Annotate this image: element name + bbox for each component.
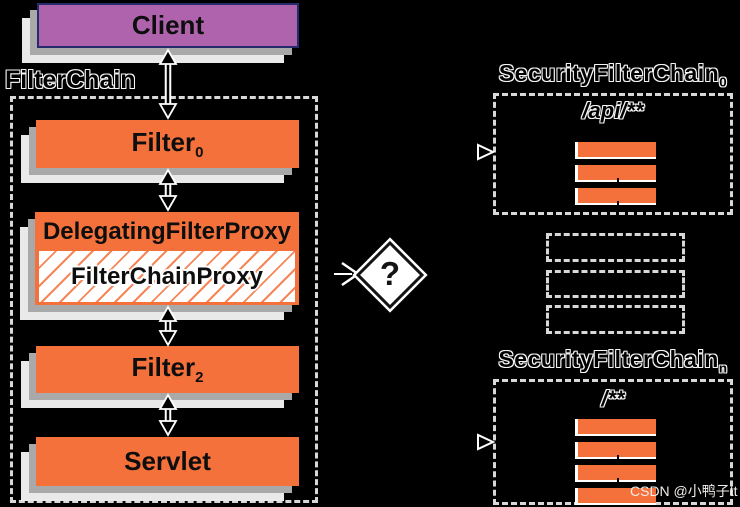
more-filters-tick [617, 178, 619, 184]
chain0-entry-arrowhead-icon [477, 143, 496, 161]
chain0-filter-bars [575, 142, 656, 207]
arrowhead-up-icon [158, 48, 178, 65]
filter0-box: Filter0 [36, 120, 299, 168]
filter-chain-proxy-box: FilterChainProxy [39, 251, 295, 302]
security-filter-chain-n-box: /** [493, 379, 733, 505]
filter0-label: Filter0 [131, 126, 204, 162]
filter-bar [575, 465, 656, 484]
chainN-filter-bars [575, 419, 656, 505]
chainN-url-pattern: /** [601, 386, 625, 411]
placeholder-chain-box-3 [546, 305, 685, 334]
security-filter-chain-0-box: /api/** [493, 93, 733, 215]
security-filter-chain-0-title: SecurityFilterChain0 [498, 60, 728, 90]
filter-chain-proxy-label: FilterChainProxy [70, 262, 264, 290]
proxy-to-decision-connector [334, 261, 361, 287]
servlet-box: Servlet [36, 437, 299, 486]
servlet-label: Servlet [124, 446, 211, 476]
more-filters-tick [617, 201, 619, 207]
decision-question-mark: ? [379, 255, 401, 292]
chainN-entry-arrowhead-icon [477, 433, 496, 451]
delegating-filter-proxy-label: DelegatingFilterProxy [42, 218, 292, 245]
filter2-box: Filter2 [36, 346, 299, 393]
filter-bar [575, 142, 656, 159]
client-label: Client [131, 10, 205, 40]
client-box: Client [37, 3, 299, 48]
watermark: CSDN @小鸭子tt [630, 483, 738, 499]
delegating-filter-proxy-box: DelegatingFilterProxy FilterChainProxy [35, 212, 299, 305]
security-filter-chain-n-title: SecurityFilterChainn [498, 346, 728, 376]
filter-bar [575, 165, 656, 184]
placeholder-chain-box-1 [546, 233, 685, 262]
filter-bar [575, 488, 656, 505]
placeholder-chain-box-2 [546, 270, 685, 298]
filter-bar [575, 442, 656, 461]
filter2-label: Filter2 [131, 352, 204, 387]
filterchain-label: FilterChain [5, 66, 136, 94]
filter-bar [575, 419, 656, 436]
filterchain-dashed-box [10, 96, 318, 503]
chain0-url-pattern: /api/** [582, 98, 644, 123]
more-filters-tick [617, 455, 619, 461]
more-filters-tick [617, 478, 619, 484]
arrowhead-right-icon [341, 261, 361, 287]
filter-bar [575, 188, 656, 207]
